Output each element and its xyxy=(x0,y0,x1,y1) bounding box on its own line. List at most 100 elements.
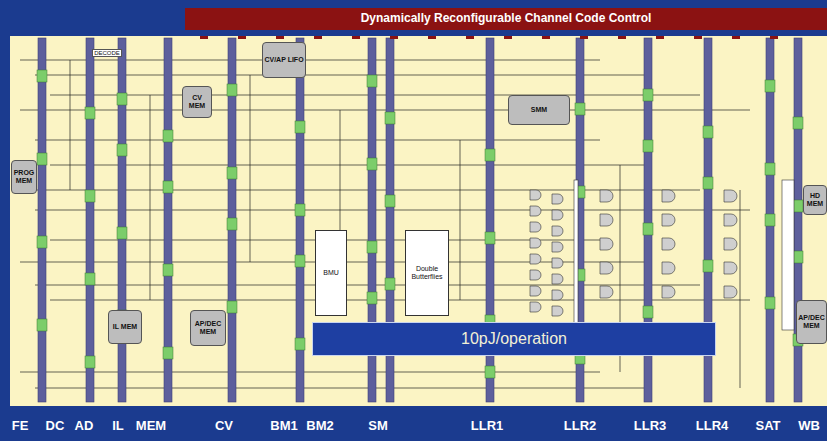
pipeline-bar xyxy=(164,38,172,402)
memory-block: SMM xyxy=(508,95,570,125)
wire xyxy=(20,60,600,61)
and-gate xyxy=(600,214,613,226)
and-gate xyxy=(662,286,675,298)
control-marker xyxy=(200,36,208,39)
wire xyxy=(35,285,700,286)
stage-label: BM1 xyxy=(270,418,297,433)
stage-label: BM2 xyxy=(306,418,333,433)
register-tag xyxy=(85,273,95,285)
memory-block: AP/DEC MEM xyxy=(796,300,827,344)
stage-label: LLR3 xyxy=(634,418,667,433)
memory-block: AP/DEC MEM xyxy=(190,310,226,346)
control-marker xyxy=(276,36,284,39)
stage-label: SM xyxy=(368,418,388,433)
core-panel xyxy=(10,36,827,406)
and-gate xyxy=(530,286,541,296)
register-tag xyxy=(227,218,237,230)
register-tag xyxy=(295,255,305,267)
wire xyxy=(35,388,650,389)
register-tag xyxy=(163,347,173,359)
wire xyxy=(250,75,251,262)
stage-label: FE xyxy=(12,418,29,433)
register-tag xyxy=(295,204,305,216)
register-tag xyxy=(643,223,653,235)
memory-block: IL MEM xyxy=(108,310,142,344)
register-tag xyxy=(643,89,653,101)
register-tag xyxy=(793,200,803,212)
and-gate xyxy=(662,262,675,274)
register-tag xyxy=(367,75,377,87)
stage-label: LLR1 xyxy=(471,418,504,433)
box-text: SMM xyxy=(531,106,547,114)
pipeline-bar xyxy=(794,38,802,402)
control-marker xyxy=(428,36,436,39)
and-gate xyxy=(600,238,613,250)
and-gate xyxy=(662,238,675,250)
register-tag xyxy=(643,140,653,152)
saturation-block xyxy=(782,180,794,330)
register-tag xyxy=(295,121,305,133)
control-title-bar: Dynamically Reconfigurable Channel Code … xyxy=(185,8,827,30)
and-gate xyxy=(530,270,541,280)
function-block: Double Butterflies xyxy=(405,230,449,316)
wire xyxy=(340,110,341,240)
stage-label: DC xyxy=(46,418,65,433)
stage-label: IL xyxy=(112,418,124,433)
stage-label: LLR2 xyxy=(564,418,597,433)
box-text: CV MEM xyxy=(184,94,210,109)
control-marker xyxy=(238,36,246,39)
control-marker xyxy=(656,36,664,39)
stage-label: SAT xyxy=(755,418,780,433)
pipeline-bar xyxy=(766,38,774,402)
and-gate xyxy=(552,306,563,316)
register-tag xyxy=(765,214,775,226)
control-marker xyxy=(542,36,550,39)
stage-label: AD xyxy=(75,418,94,433)
and-gate xyxy=(530,302,541,312)
memory-block: HD MEM xyxy=(803,185,827,215)
control-marker xyxy=(390,36,398,39)
register-tag xyxy=(485,149,495,161)
register-tag xyxy=(37,70,47,82)
register-tag xyxy=(117,144,127,156)
memory-block: CV/AP LIFO xyxy=(262,42,306,78)
register-tag xyxy=(37,153,47,165)
and-gate xyxy=(724,286,737,298)
and-gate xyxy=(552,242,563,252)
wire xyxy=(20,110,750,111)
box-text: Double Butterflies xyxy=(407,265,447,280)
and-gate xyxy=(724,190,737,202)
register-tag xyxy=(643,306,653,318)
and-gate xyxy=(724,238,737,250)
control-marker xyxy=(504,36,512,39)
register-tag xyxy=(227,167,237,179)
register-tag xyxy=(793,117,803,129)
and-gate xyxy=(600,286,613,298)
stage-label: CV xyxy=(215,418,233,433)
box-text: 10pJ/operation xyxy=(461,330,567,348)
wire xyxy=(20,372,600,373)
register-tag xyxy=(703,177,713,189)
and-gate xyxy=(724,214,737,226)
memory-block: PROG MEM xyxy=(11,160,37,194)
control-marker xyxy=(352,36,360,39)
register-tag xyxy=(765,80,775,92)
control-marker xyxy=(580,36,588,39)
and-gate xyxy=(530,222,541,232)
register-tag xyxy=(385,112,395,124)
register-tag xyxy=(367,158,377,170)
register-tag xyxy=(117,93,127,105)
register-tag xyxy=(227,84,237,96)
control-marker xyxy=(770,36,778,39)
and-gate xyxy=(600,262,613,274)
register-tag xyxy=(367,241,377,253)
register-tag xyxy=(85,356,95,368)
register-tag xyxy=(765,297,775,309)
pipeline-bar xyxy=(296,38,304,402)
pipeline-bar xyxy=(86,38,94,402)
register-tag xyxy=(85,190,95,202)
register-tag xyxy=(85,107,95,119)
register-tag xyxy=(703,126,713,138)
